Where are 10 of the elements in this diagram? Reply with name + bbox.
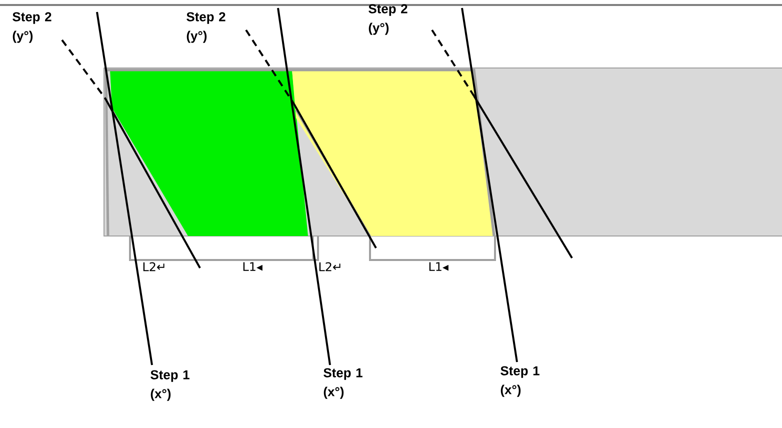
step-label: Step 1 (x°) <box>500 366 540 397</box>
length-label: L2↵ <box>143 262 164 272</box>
length-label: L1◂ <box>243 262 262 271</box>
length-label: L1◂ <box>429 262 448 271</box>
step-label: Step 1 (x°) <box>150 370 190 401</box>
step-label: Step 2 (y°) <box>12 12 52 43</box>
length-label: L2↵ <box>319 262 340 272</box>
step-label: Step 2 (y°) <box>186 12 226 43</box>
step-label: Step 1 (x°) <box>324 368 362 399</box>
step-label: Step 2 (y°) <box>368 4 408 35</box>
